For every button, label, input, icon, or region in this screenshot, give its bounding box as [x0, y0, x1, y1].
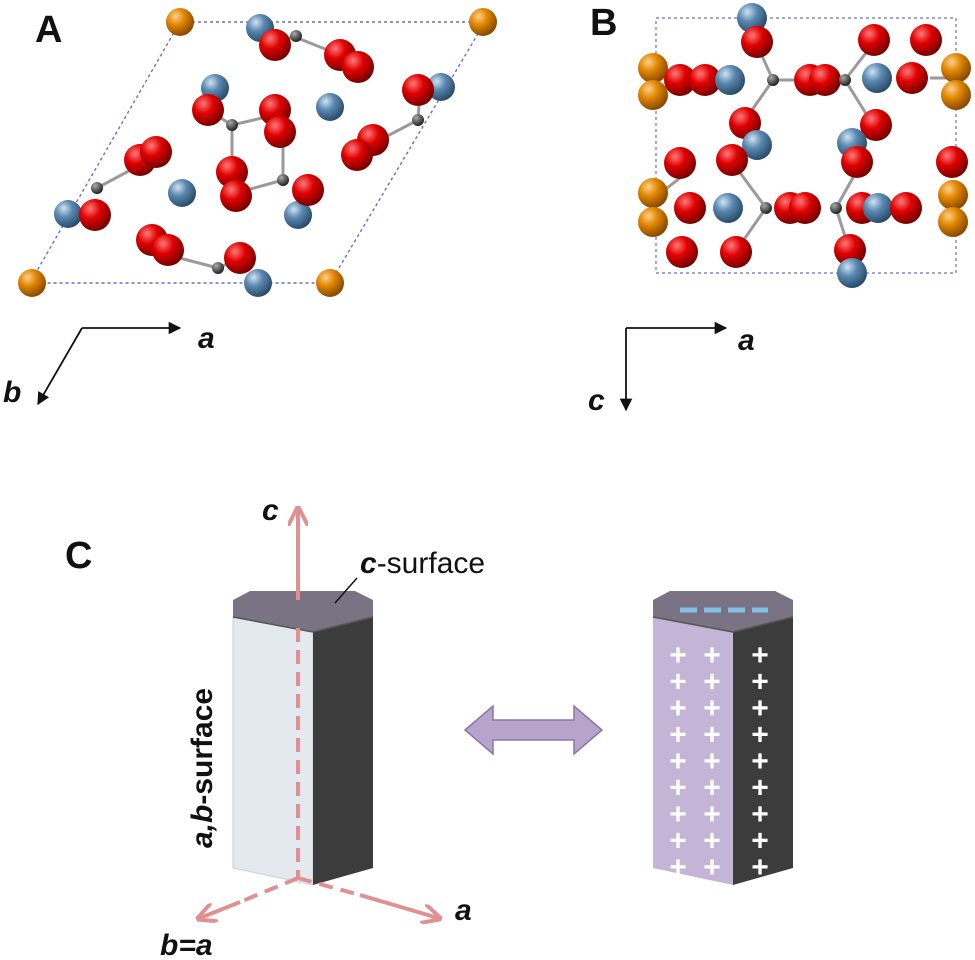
atoms-b — [638, 3, 971, 288]
axis-a-label-a: a — [198, 322, 215, 355]
plus-sign: + — [703, 692, 721, 725]
unit-cell-outline-b — [655, 17, 957, 274]
axis-a-label-c: a — [455, 894, 472, 927]
panel-b: B — [588, 2, 971, 417]
atoms-a — [18, 8, 497, 297]
prism-dark-face — [313, 617, 373, 885]
plus-sign: + — [703, 798, 721, 831]
panel-a: A — [3, 8, 497, 409]
plus-sign: + — [751, 798, 769, 831]
charged-dark-face — [733, 617, 793, 885]
plus-sign: + — [669, 772, 687, 805]
positive-charge-signs: +++++++++++++++++++++++++++ — [669, 639, 769, 884]
axis-c-label-c: c — [262, 494, 279, 527]
plus-sign: + — [703, 639, 721, 672]
axis-b-equals-a-label: b=a — [160, 929, 213, 960]
plus-sign: + — [669, 692, 687, 725]
plus-sign: + — [751, 692, 769, 725]
plus-sign: + — [751, 719, 769, 752]
plus-sign: + — [751, 851, 769, 884]
axes-a: a b — [3, 321, 215, 409]
plus-sign: + — [703, 772, 721, 805]
charged-prism: +++++++++++++++++++++++++++ — [652, 591, 794, 885]
crystal-axes-c — [200, 510, 438, 918]
plus-sign: + — [669, 639, 687, 672]
prism-top-face — [233, 591, 373, 632]
panel-c: C c a b=a c-surface a,b-surface — [65, 494, 794, 960]
plus-sign: + — [703, 745, 721, 778]
plus-sign: + — [703, 666, 721, 699]
plus-sign: + — [751, 666, 769, 699]
plus-sign: + — [669, 851, 687, 884]
unit-cell-outline-a — [28, 21, 487, 284]
axis-a-label-b: a — [738, 324, 755, 357]
plus-sign: + — [751, 745, 769, 778]
plus-sign: + — [669, 798, 687, 831]
hexagonal-prism — [232, 591, 374, 886]
charged-top-face — [653, 591, 793, 632]
axis-b-label-a: b — [3, 376, 21, 409]
panel-a-letter: A — [35, 9, 62, 51]
panel-c-letter: C — [65, 535, 92, 577]
panel-b-letter: B — [590, 2, 617, 44]
plus-sign: + — [669, 666, 687, 699]
c-surface-label: c-surface — [360, 547, 485, 580]
plus-sign: + — [669, 825, 687, 858]
ab-surface-label: a,b-surface — [186, 688, 219, 848]
plus-sign: + — [703, 719, 721, 752]
plus-sign: + — [669, 745, 687, 778]
plus-sign: + — [751, 639, 769, 672]
plus-sign: + — [669, 719, 687, 752]
equivalence-double-arrow — [463, 704, 604, 756]
plus-sign: + — [751, 772, 769, 805]
plus-sign: + — [703, 851, 721, 884]
plus-sign: + — [751, 825, 769, 858]
charged-light-face — [653, 617, 733, 885]
prism-light-face — [232, 616, 314, 886]
axes-b: a c — [588, 321, 755, 417]
plus-sign: + — [703, 825, 721, 858]
axis-c-label-b: c — [588, 384, 605, 417]
